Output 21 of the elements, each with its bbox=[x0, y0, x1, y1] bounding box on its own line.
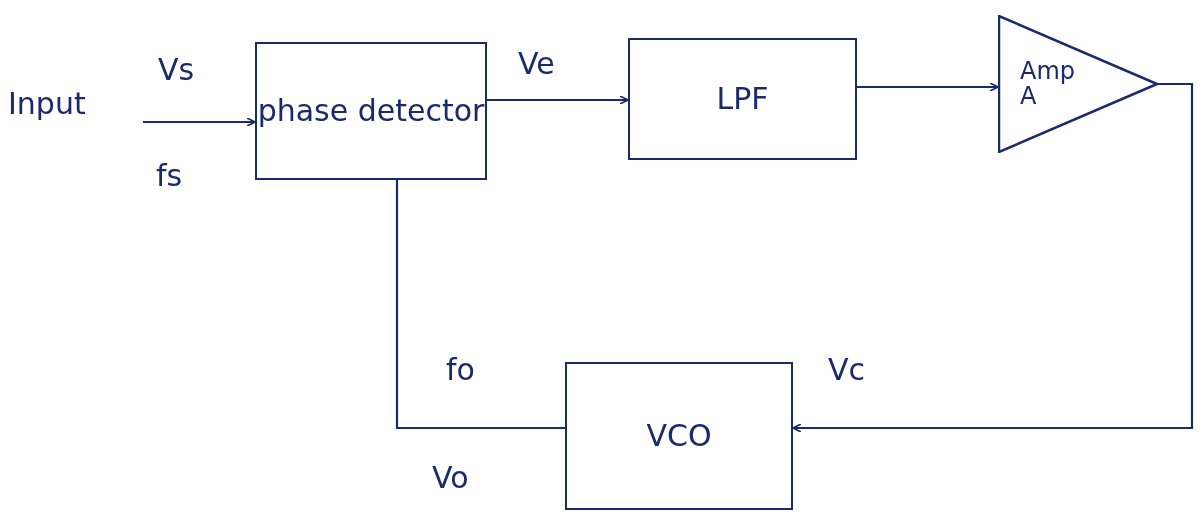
signal-label: fo bbox=[446, 352, 475, 387]
arrow bbox=[792, 82, 1194, 433]
signal-label: Vs bbox=[158, 52, 195, 87]
arrow bbox=[857, 82, 999, 92]
input-label: Input bbox=[8, 88, 86, 120]
block-box bbox=[255, 42, 487, 180]
signal-label: Vo bbox=[432, 460, 469, 495]
block-label: Amp bbox=[1020, 58, 1076, 84]
connector-line bbox=[395, 180, 565, 430]
arrow bbox=[143, 117, 256, 127]
amplifier-triangle bbox=[998, 15, 1158, 153]
block-label: A bbox=[1020, 84, 1037, 110]
arrow bbox=[487, 95, 629, 105]
signal-label: Ve bbox=[518, 46, 555, 81]
signal-label: fs bbox=[156, 158, 183, 193]
block-label: VCO bbox=[646, 420, 712, 452]
block-box bbox=[565, 362, 793, 510]
block-box bbox=[628, 38, 857, 160]
block-label: LPF bbox=[716, 83, 769, 115]
block-label: phase detector bbox=[257, 95, 485, 127]
signal-label: Vc bbox=[828, 352, 866, 387]
